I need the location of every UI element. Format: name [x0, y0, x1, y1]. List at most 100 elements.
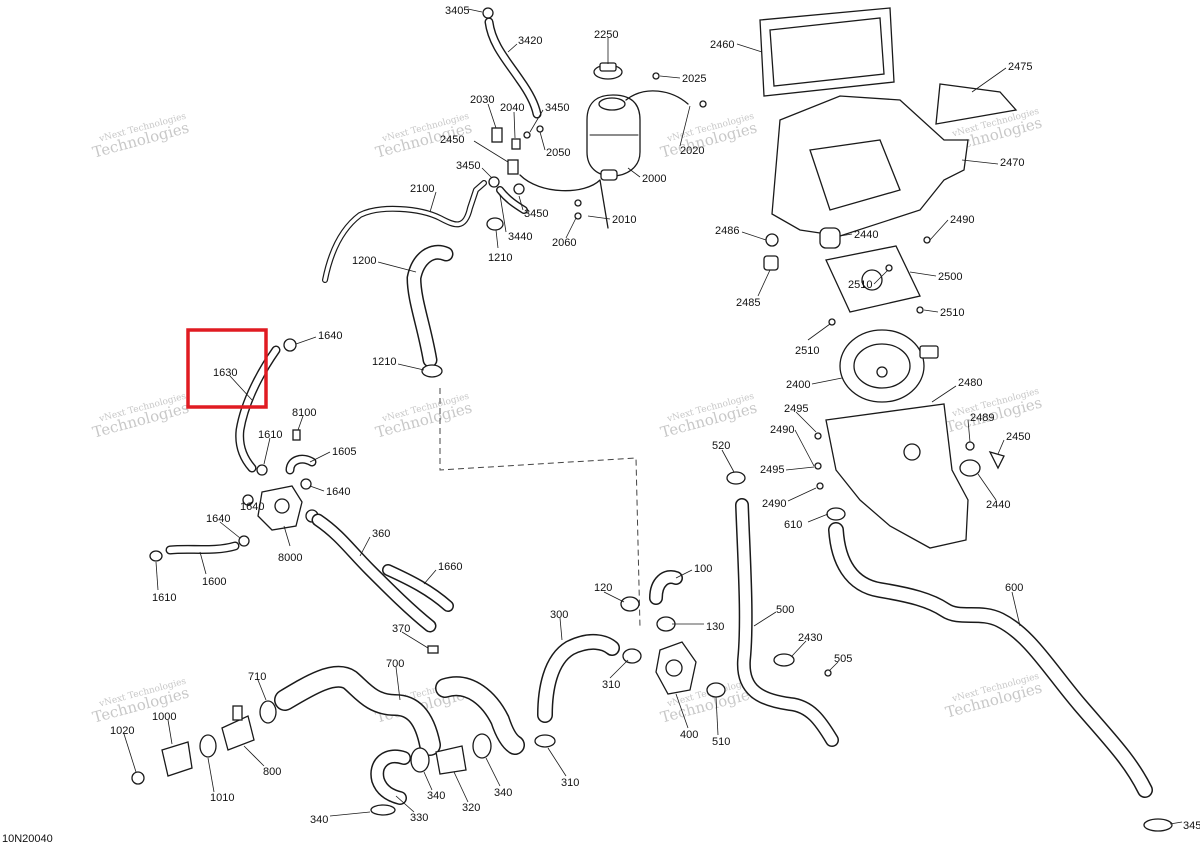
callout-370: 370 — [392, 623, 410, 635]
clamp-3405 — [482, 7, 494, 19]
callout-800: 800 — [263, 766, 281, 778]
clamp-1610-lower — [149, 550, 163, 562]
callout-1605: 1605 — [332, 446, 356, 458]
callout-340: 340 — [427, 790, 445, 802]
clamp-610 — [826, 507, 846, 521]
callout-130: 130 — [706, 621, 724, 633]
callout-3450: 3450 — [545, 102, 569, 114]
callout-500: 500 — [776, 604, 794, 616]
callout-2490: 2490 — [770, 424, 794, 436]
clamp-1210-lower — [421, 364, 443, 378]
callout-600: 600 — [1005, 582, 1023, 594]
radiator-group — [759, 7, 1173, 832]
callout-710: 710 — [248, 671, 266, 683]
callout-2000: 2000 — [642, 173, 666, 185]
diagram-code: 10N20040 — [2, 833, 53, 845]
callout-2500: 2500 — [938, 271, 962, 283]
clamp-510 — [706, 682, 726, 698]
bracket-2030 — [491, 127, 503, 143]
callout-1020: 1020 — [110, 725, 134, 737]
screw-2490 — [923, 236, 931, 244]
callout-340: 340 — [310, 814, 328, 826]
callout-2510: 2510 — [848, 279, 872, 291]
housing-2480 — [825, 403, 969, 549]
callout-320: 320 — [462, 802, 480, 814]
callout-2040: 2040 — [500, 102, 524, 114]
callout-2060: 2060 — [552, 237, 576, 249]
callout-2485: 2485 — [736, 297, 760, 309]
cap-2450 — [988, 450, 1005, 470]
clip-370 — [427, 645, 439, 654]
callout-1660: 1660 — [438, 561, 462, 573]
callout-360: 360 — [372, 528, 390, 540]
callout-2490: 2490 — [950, 214, 974, 226]
callout-505: 505 — [834, 653, 852, 665]
callout-1640: 1640 — [326, 486, 350, 498]
tee-800 — [221, 715, 255, 751]
callout-2450: 2450 — [1006, 431, 1030, 443]
clamp-345 — [1143, 818, 1173, 832]
callout-2400: 2400 — [786, 379, 810, 391]
callout-1610: 1610 — [258, 429, 282, 441]
callout-100: 100 — [694, 563, 712, 575]
fitting-1000 — [161, 741, 193, 777]
callout-2490: 2490 — [762, 498, 786, 510]
callout-2489: 2489 — [970, 412, 994, 424]
callout-2495: 2495 — [784, 403, 808, 415]
callout-1010: 1010 — [210, 792, 234, 804]
callout-2020: 2020 — [680, 145, 704, 157]
ring-2440 — [819, 227, 841, 249]
callout-1610: 1610 — [152, 592, 176, 604]
leader-lines — [123, 8, 1183, 825]
callout-1000: 1000 — [152, 711, 176, 723]
callout-2050: 2050 — [546, 147, 570, 159]
clamp-3450 — [488, 176, 500, 188]
callout-2470: 2470 — [1000, 157, 1024, 169]
callout-1640: 1640 — [240, 501, 264, 513]
callout-2495: 2495 — [760, 464, 784, 476]
callout-2510: 2510 — [795, 345, 819, 357]
callout-2510: 2510 — [940, 307, 964, 319]
clamp-2430 — [773, 653, 795, 667]
callout-340: 340 — [494, 787, 512, 799]
clamp-2440-right — [959, 459, 981, 477]
spacer-2485 — [763, 255, 779, 271]
callout-520: 520 — [712, 440, 730, 452]
callout-1640: 1640 — [318, 330, 342, 342]
callout-2250: 2250 — [594, 29, 618, 41]
callout-2450: 2450 — [440, 134, 464, 146]
callout-120: 120 — [594, 582, 612, 594]
callout-2100: 2100 — [410, 183, 434, 195]
callout-1200: 1200 — [352, 255, 376, 267]
callout-1630: 1630 — [213, 367, 237, 379]
connector-2040 — [511, 138, 521, 150]
clamp-310 — [622, 648, 642, 664]
callout-610: 610 — [784, 519, 802, 531]
callout-2440: 2440 — [854, 229, 878, 241]
callout-400: 400 — [680, 729, 698, 741]
coolant-tank-group — [322, 7, 707, 283]
callout-345: 345 — [1183, 820, 1200, 832]
clamp-520 — [726, 471, 746, 485]
clamp-1010 — [199, 734, 217, 758]
bracket-2010 — [519, 174, 609, 229]
hose-600 — [828, 522, 1153, 798]
sensor-8100 — [292, 429, 301, 441]
screw-2025 — [652, 72, 660, 80]
callout-2430: 2430 — [798, 632, 822, 644]
callout-3450: 3450 — [456, 160, 480, 172]
callout-2460: 2460 — [710, 39, 734, 51]
callout-3405: 3405 — [445, 5, 469, 17]
nut-2495 — [814, 432, 822, 440]
callout-2440: 2440 — [986, 499, 1010, 511]
callout-330: 330 — [410, 812, 428, 824]
callout-8000: 8000 — [278, 552, 302, 564]
callout-2030: 2030 — [470, 94, 494, 106]
highlight-box — [186, 328, 268, 409]
pipe-2100 — [322, 180, 487, 283]
callout-3450: 3450 — [524, 208, 548, 220]
clamp-340 — [410, 747, 430, 773]
